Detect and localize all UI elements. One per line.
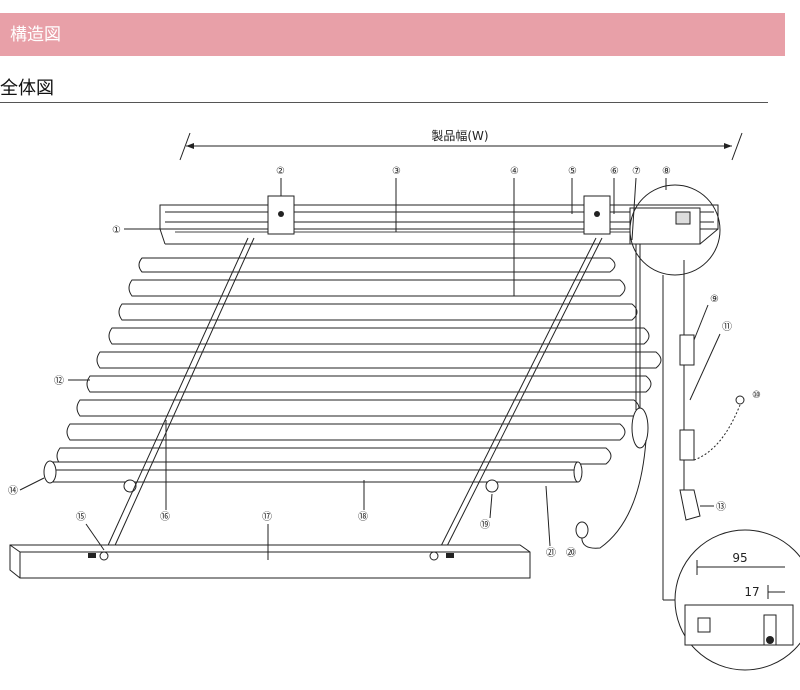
part-15: ⑮	[76, 511, 86, 523]
bottom-rail	[43, 460, 583, 493]
part-8: ⑧	[662, 166, 671, 177]
section-title: 全体図	[0, 78, 54, 99]
header-banner: 構造図	[0, 13, 785, 56]
header-title: 構造図	[10, 25, 61, 45]
part-16: ⑯	[160, 511, 170, 523]
dim-17: 17	[744, 585, 759, 599]
ladder-cords	[104, 237, 603, 553]
part-10: ⑩	[752, 390, 761, 401]
operating-cords	[575, 244, 745, 549]
wand-handle	[679, 489, 701, 521]
width-dimension: 製品幅(W)	[179, 128, 743, 161]
part-14: ⑭	[8, 485, 18, 497]
part-12: ⑫	[54, 375, 64, 387]
part-21: ㉑	[546, 547, 556, 559]
part-17: ⑰	[262, 511, 272, 523]
part-9: ⑨	[710, 294, 719, 305]
dim-95: 95	[732, 551, 747, 565]
part-2: ②	[276, 166, 285, 177]
detail-callout-circle	[629, 184, 721, 276]
slats	[56, 257, 662, 465]
detail-inset: 95 17	[674, 529, 800, 671]
part-19: ⑲	[480, 519, 490, 531]
part-11: ⑪	[722, 321, 732, 333]
part-4: ④	[510, 166, 519, 177]
end-cap-left	[43, 460, 57, 484]
width-label: 製品幅(W)	[431, 128, 488, 143]
part-1: ①	[112, 225, 121, 236]
part-7: ⑦	[632, 166, 641, 177]
part-labels: ① ② ③ ④ ⑤ ⑥ ⑦ ⑧ ⑨ ⑩ ⑪ ⑫ ⑬ ⑭ ⑮ ⑯ ⑰ ⑱ ⑲	[8, 166, 761, 560]
section-divider	[0, 102, 768, 103]
tassel	[631, 407, 649, 449]
part-18: ⑱	[358, 511, 368, 523]
part-3: ③	[392, 166, 401, 177]
part-20: ⑳	[566, 547, 576, 559]
part-5: ⑤	[568, 166, 577, 177]
bottom-cover-bar	[9, 544, 531, 579]
part-13: ⑬	[716, 501, 726, 513]
part-6: ⑥	[610, 166, 619, 177]
